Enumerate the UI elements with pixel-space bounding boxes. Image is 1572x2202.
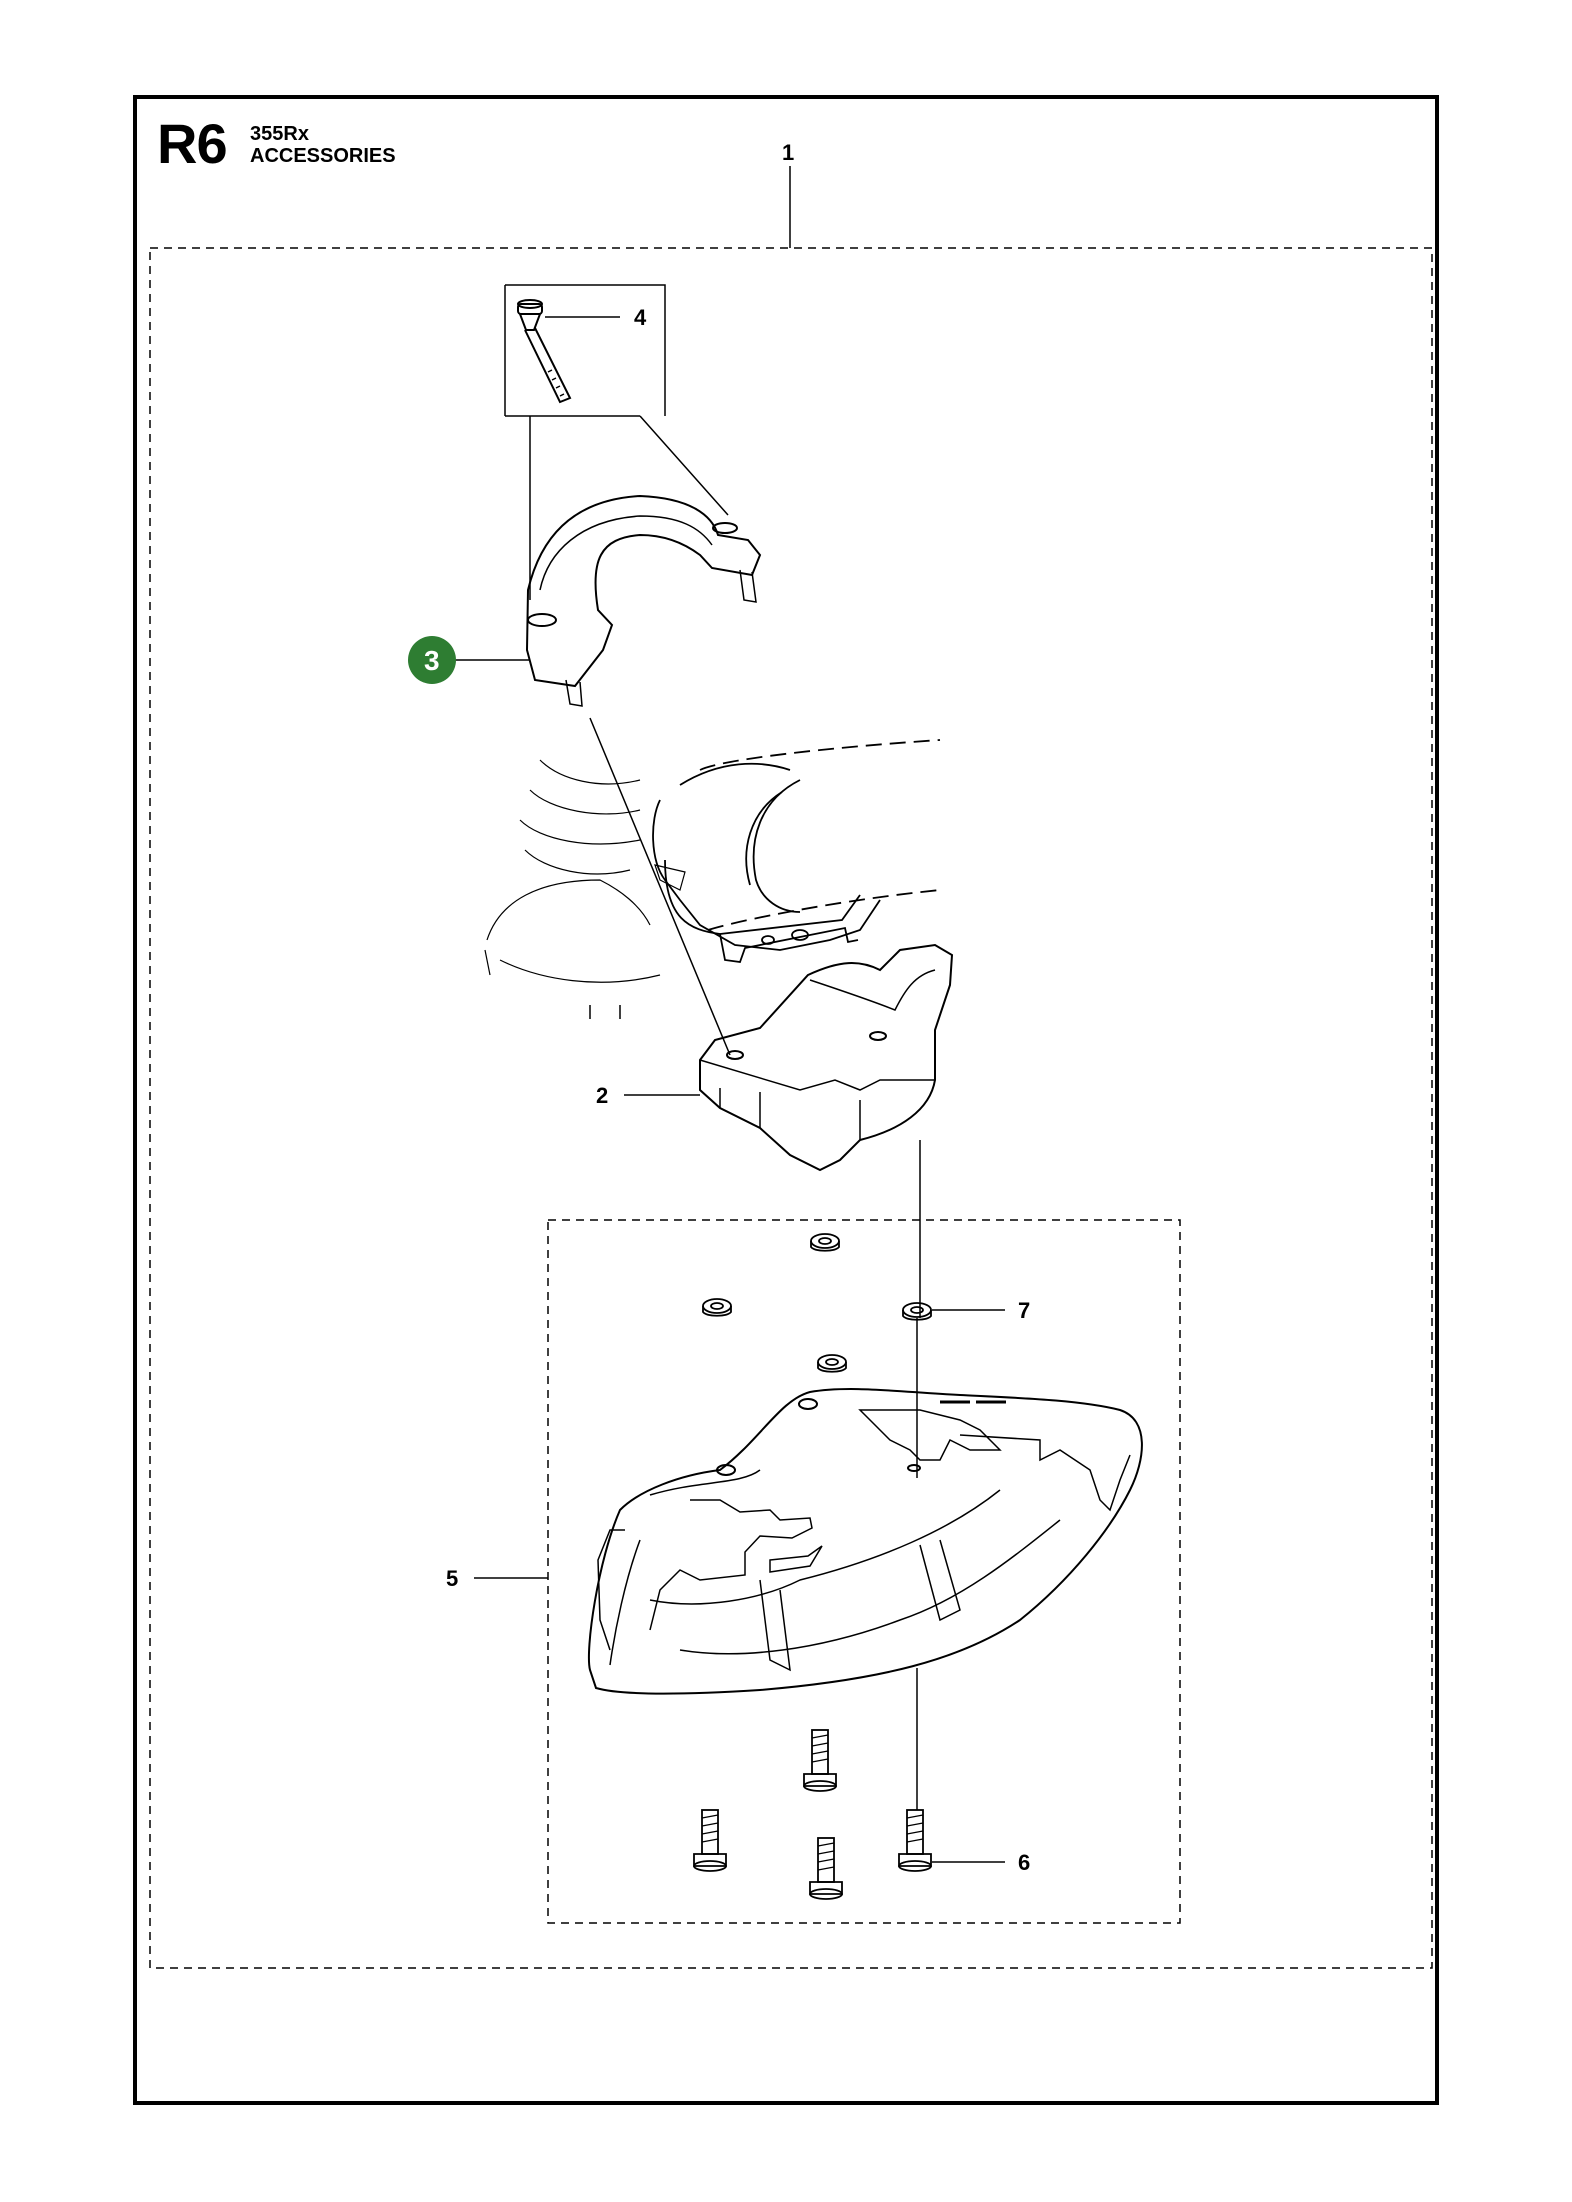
upper-clamp-3 [525,494,762,707]
shaft-and-gearhead [484,739,941,1019]
page-frame [133,95,1439,2105]
assembly-1-box [149,247,1433,1969]
assembly-5-box [547,1219,1181,1924]
screws-6 [693,1729,932,1900]
model-name: 355Rx [250,123,309,145]
assembly-line-clamp [589,717,731,1056]
bolt-bracket-legs [505,415,729,600]
callout-6: 6 [1018,1850,1030,1875]
washers-7 [702,1233,932,1373]
callout-3-marker [408,636,456,684]
callout-3: 3 [424,645,440,676]
bolt-4 [517,299,572,404]
callout-7: 7 [1018,1298,1030,1323]
page-title: ACCESSORIES [250,145,396,167]
lower-clamp-2 [699,943,954,1172]
callout-1: 1 [782,140,794,165]
trimmer-guard-5 [587,1387,1143,1695]
callout-5: 5 [446,1566,458,1591]
section-code: R6 [157,112,228,175]
callout-4: 4 [634,305,647,330]
callout-2: 2 [596,1083,608,1108]
bolt-bracket [504,284,666,416]
